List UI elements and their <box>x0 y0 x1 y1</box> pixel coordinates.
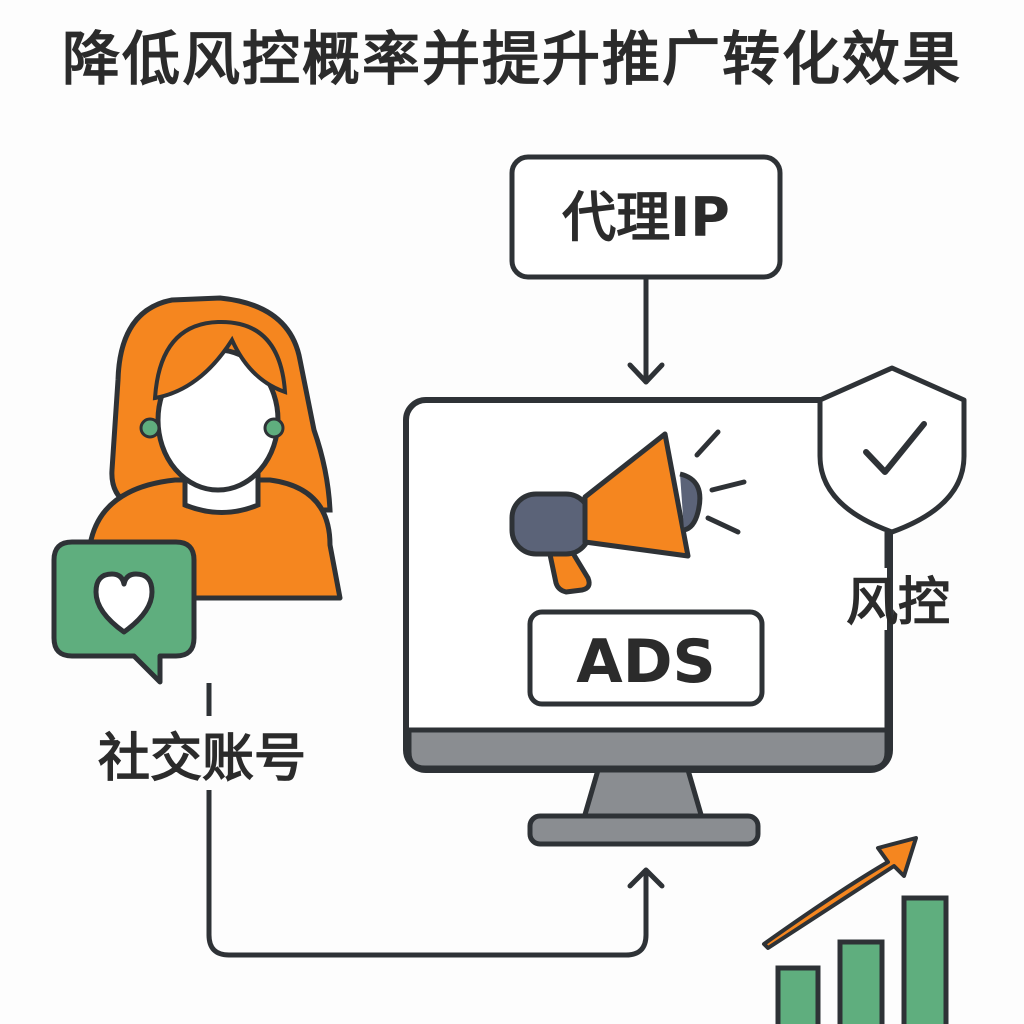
monitor <box>403 397 893 847</box>
heart-bubble-icon <box>51 539 197 685</box>
growth-bar-2 <box>837 939 885 1024</box>
account-to-monitor-connector <box>206 683 665 958</box>
ads-frame <box>527 609 765 707</box>
monitor-neck <box>581 767 705 821</box>
social-account-label: 社交账号 <box>98 729 306 789</box>
proxy-ip-box: 代理IP <box>509 154 783 280</box>
growth-chart-icon <box>762 836 949 1024</box>
growth-bar-1 <box>775 965 821 1024</box>
growth-bar-3 <box>901 895 949 1024</box>
proxy-to-monitor-arrow <box>627 278 665 385</box>
monitor-base <box>527 813 761 847</box>
proxy-ip-label: 代理IP <box>561 186 730 249</box>
proxy-ip-frame <box>509 154 783 280</box>
megaphone-icon <box>509 429 747 595</box>
monitor-bezel <box>406 727 890 771</box>
page-title: 降低风控概率并提升推广转化效果 <box>61 25 962 93</box>
ads-label: ADS <box>576 627 715 697</box>
ads-badge: ADS <box>527 609 765 707</box>
growth-arrow <box>762 836 918 950</box>
shield-check-icon <box>817 365 967 535</box>
risk-control-label: 风控 <box>846 573 950 633</box>
person-icon <box>83 295 343 601</box>
